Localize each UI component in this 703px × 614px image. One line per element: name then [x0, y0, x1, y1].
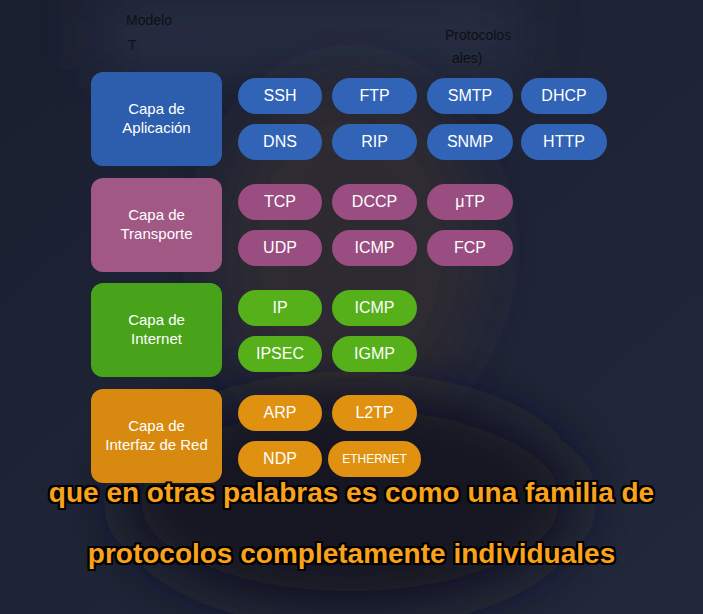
layer-name: Capa de Internet	[104, 311, 210, 349]
protocol-pill: SSH	[238, 78, 322, 114]
protocol-pill: DHCP	[521, 78, 607, 114]
layer-name: Capa de Transporte	[104, 206, 210, 244]
layer-name: Capa de Interfaz de Red	[104, 417, 210, 455]
protocol-pill: ARP	[238, 395, 322, 431]
header-fragment: Protocolos	[445, 27, 511, 43]
protocol-name: L2TP	[355, 403, 393, 423]
protocol-pill: IPSEC	[238, 336, 322, 372]
layer-box: Capa de Transporte	[91, 178, 222, 272]
protocol-name: IP	[272, 298, 287, 318]
protocol-pill: IGMP	[332, 336, 417, 372]
protocol-name: IGMP	[354, 344, 395, 364]
protocol-name: FCP	[454, 238, 486, 258]
protocol-name: SSH	[264, 86, 297, 106]
protocol-name: IPSEC	[256, 344, 304, 364]
protocol-name: DCCP	[352, 192, 397, 212]
protocol-pill: SNMP	[427, 124, 513, 160]
protocol-pill: RIP	[332, 124, 417, 160]
layer-name: Capa de Aplicación	[104, 100, 210, 138]
protocol-name: ARP	[264, 403, 297, 423]
protocol-name: μTP	[455, 192, 485, 212]
protocol-pill: IP	[238, 290, 322, 326]
protocol-pill: μTP	[427, 184, 513, 220]
protocol-pill: HTTP	[521, 124, 607, 160]
protocol-name: ETHERNET	[342, 452, 407, 467]
protocol-pill: FCP	[427, 230, 513, 266]
header-shade	[100, 0, 520, 70]
protocol-pill: DNS	[238, 124, 322, 160]
protocol-name: FTP	[359, 86, 389, 106]
protocol-name: ICMP	[355, 238, 395, 258]
protocol-name: HTTP	[543, 132, 585, 152]
protocol-name: DHCP	[541, 86, 586, 106]
header-fragment: Modelo	[126, 12, 172, 28]
protocol-name: DNS	[263, 132, 297, 152]
protocol-pill: NDP	[238, 441, 322, 477]
layer-box: Capa de Internet	[91, 283, 222, 377]
protocol-pill: FTP	[332, 78, 417, 114]
protocol-name: UDP	[263, 238, 297, 258]
protocol-pill: L2TP	[332, 395, 417, 431]
layer-box: Capa de Aplicación	[91, 72, 222, 166]
protocol-name: ICMP	[355, 298, 395, 318]
protocol-pill: ICMP	[332, 230, 417, 266]
protocol-name: NDP	[263, 449, 297, 469]
protocol-pill: ICMP	[332, 290, 417, 326]
protocol-name: SNMP	[447, 132, 493, 152]
subtitle-caption: que en otras palabras es como una famili…	[4, 462, 699, 584]
protocol-pill: ETHERNET	[328, 441, 421, 477]
protocol-name: TCP	[264, 192, 296, 212]
layer-box: Capa de Interfaz de Red	[91, 389, 222, 483]
header-fragment: T	[128, 37, 137, 53]
header-fragment: ales)	[452, 50, 482, 66]
protocol-name: RIP	[361, 132, 388, 152]
protocol-pill: TCP	[238, 184, 322, 220]
protocol-pill: DCCP	[332, 184, 417, 220]
protocol-pill: SMTP	[427, 78, 513, 114]
protocol-name: SMTP	[448, 86, 492, 106]
protocol-pill: UDP	[238, 230, 322, 266]
